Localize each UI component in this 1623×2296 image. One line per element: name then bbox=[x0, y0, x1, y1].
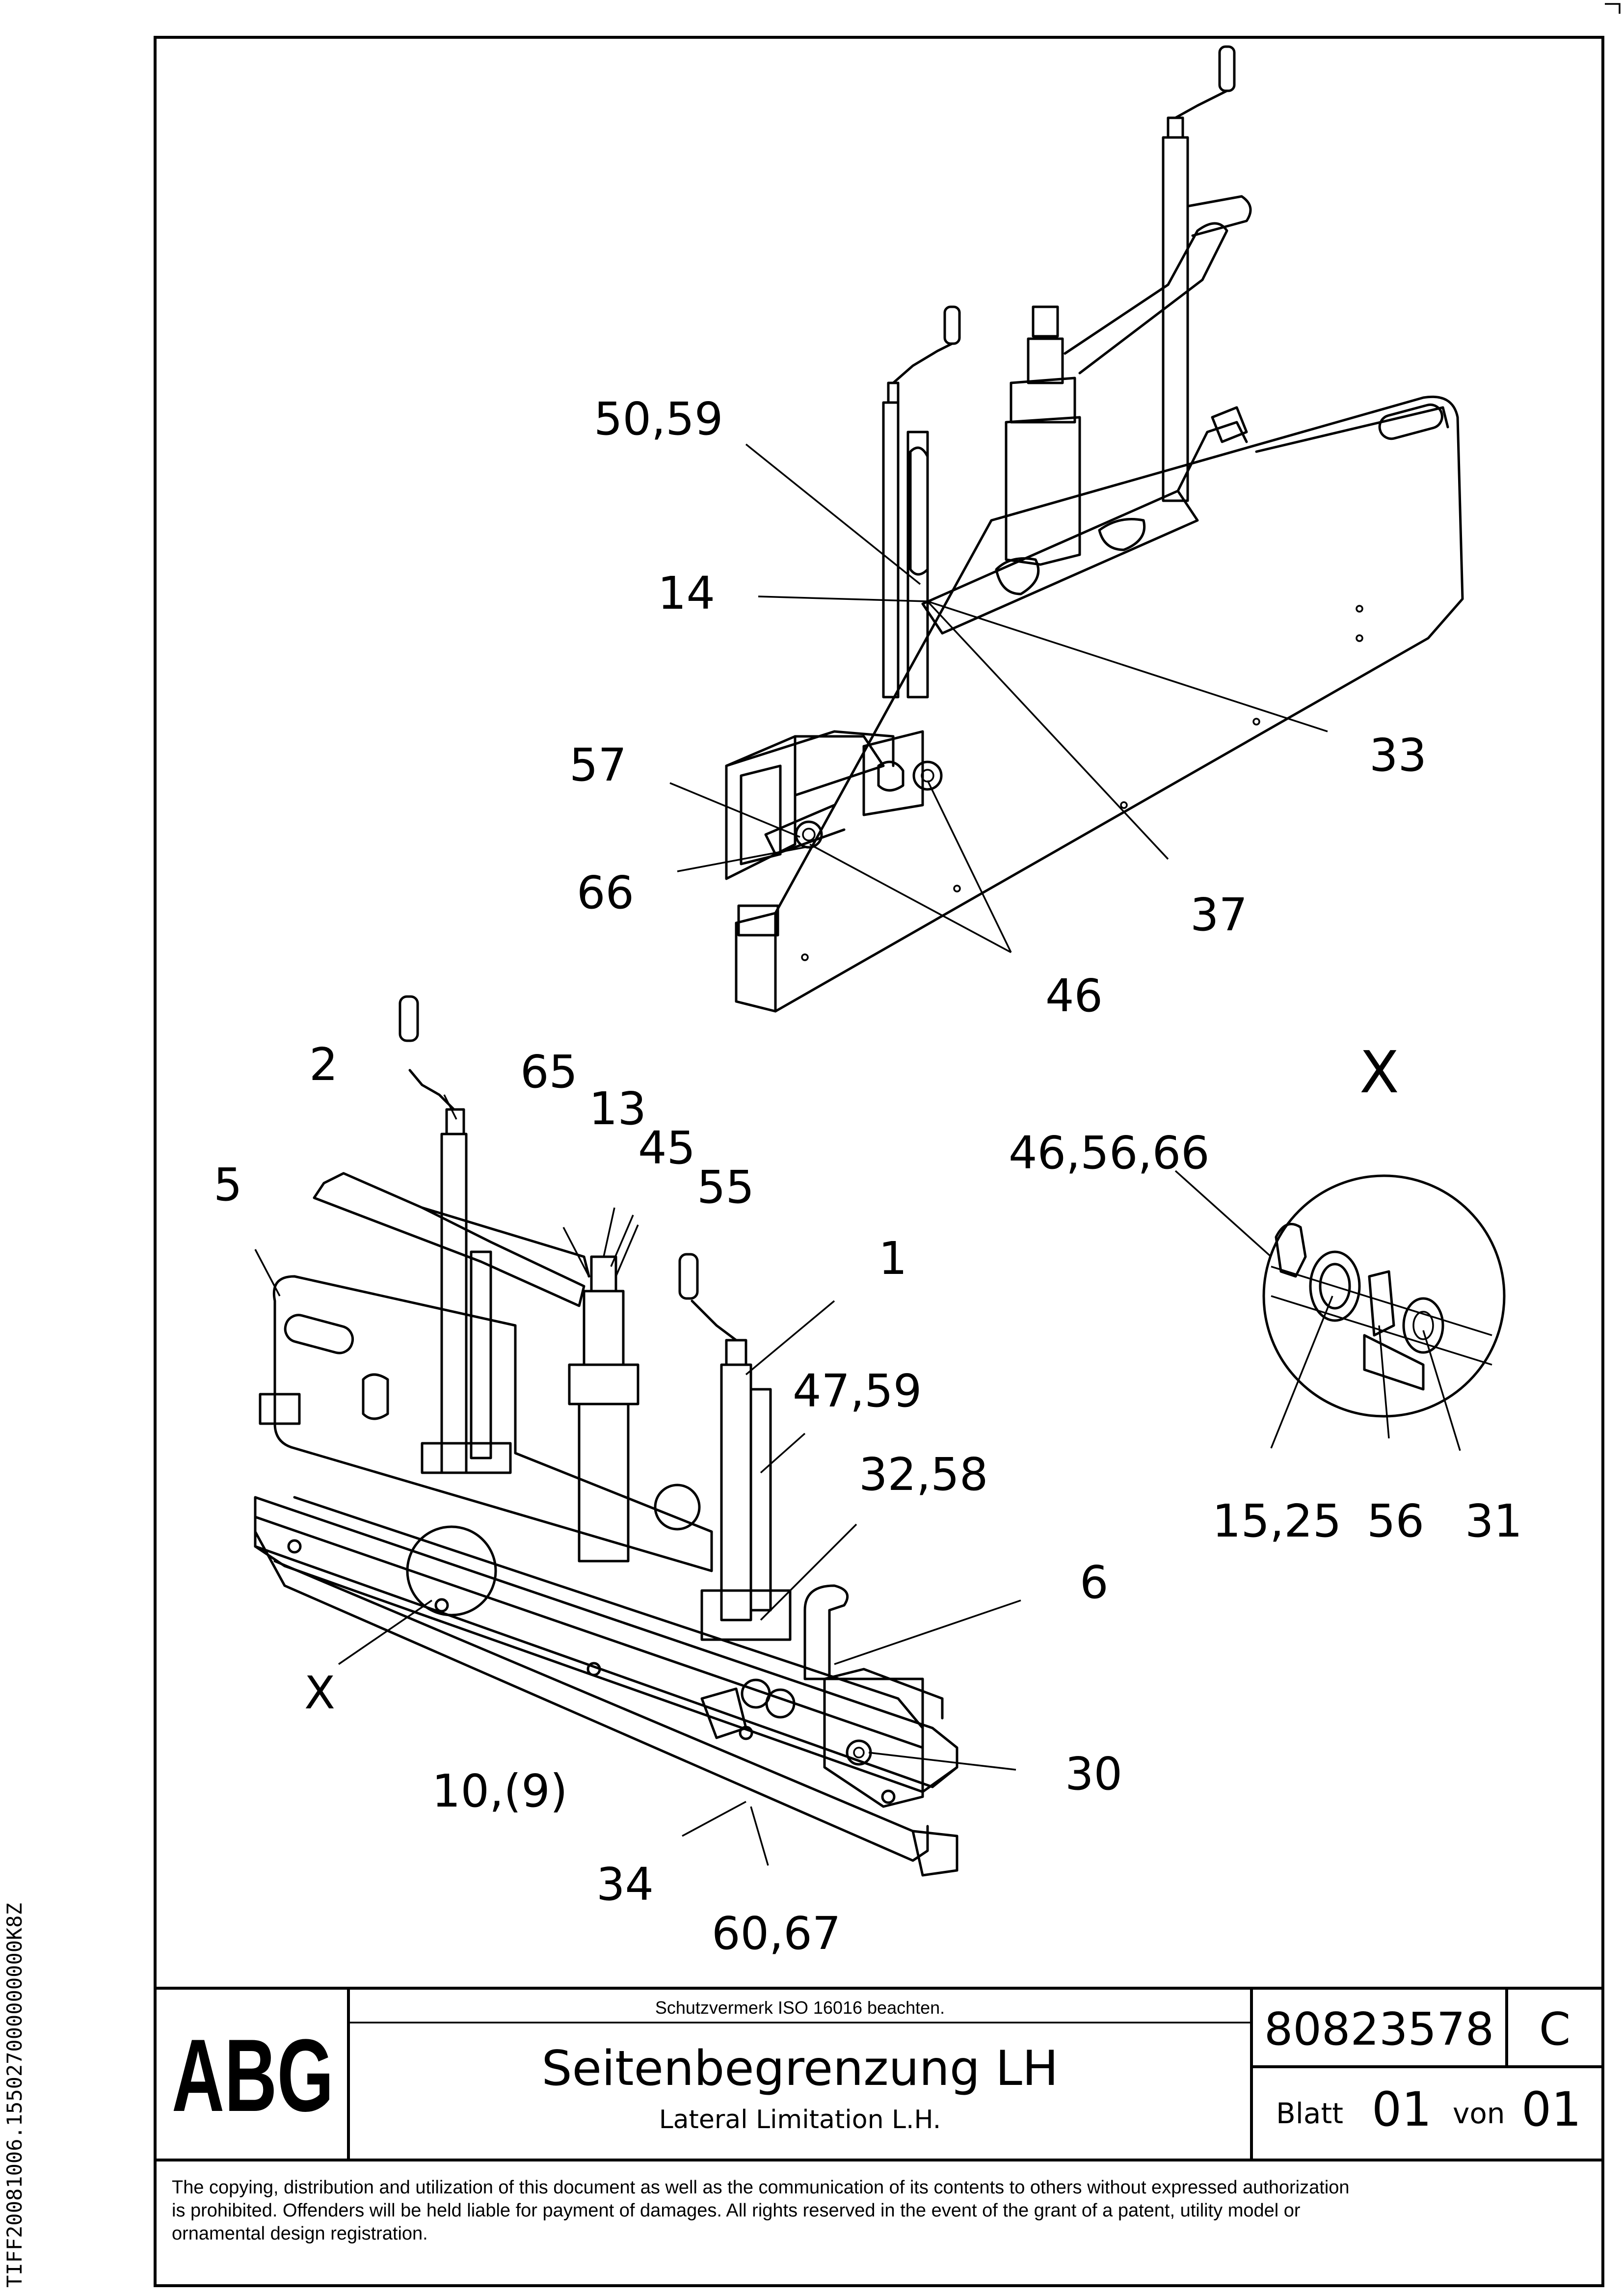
bottom-view-labels: 2 65 13 45 55 5 1 47,59 32,58 6 X 10,(9)… bbox=[213, 1038, 1122, 1960]
callout-label: 65 bbox=[520, 1046, 578, 1098]
detail-x-marker bbox=[406, 1525, 497, 1617]
detail-view-labels: X 46,56,66 15,25 56 31 bbox=[1009, 1038, 1522, 1547]
side-reference-code: TIFF20081006.155027000000000K8Z bbox=[2, 1903, 27, 2288]
drawing-subtitle: Lateral Limitation L.H. bbox=[659, 2105, 941, 2134]
leader-lines bbox=[254, 443, 1461, 1866]
sheet-number: 01 bbox=[1372, 2082, 1432, 2137]
protection-note: Schutzvermerk ISO 16016 beachten. bbox=[655, 1998, 945, 2018]
callout-label: 30 bbox=[1065, 1748, 1122, 1800]
callout-label: 15,25 bbox=[1212, 1495, 1341, 1547]
callout-label: 2 bbox=[309, 1038, 338, 1091]
callout-label: 5 bbox=[213, 1159, 242, 1211]
copyright-line: The copying, distribution and utilizatio… bbox=[172, 2177, 1350, 2198]
callout-label: 55 bbox=[697, 1161, 754, 1214]
callout-label: 45 bbox=[638, 1122, 695, 1174]
callout-label: 1 bbox=[878, 1232, 907, 1285]
callout-label: 60,67 bbox=[712, 1907, 841, 1960]
copyright-line: is prohibited. Offenders will be held li… bbox=[172, 2200, 1301, 2221]
callout-label: X bbox=[304, 1667, 335, 1719]
callout-label: 66 bbox=[577, 866, 634, 919]
detail-title: X bbox=[1359, 1038, 1399, 1106]
callout-label: 50,59 bbox=[594, 393, 723, 445]
callout-label: 47,59 bbox=[793, 1365, 922, 1417]
callout-label: 6 bbox=[1080, 1556, 1109, 1609]
callout-label: 13 bbox=[589, 1082, 646, 1135]
detail-x-drawing bbox=[1262, 1174, 1506, 1418]
callout-label: 31 bbox=[1465, 1495, 1522, 1547]
company-logo: ABG bbox=[172, 2018, 334, 2133]
callout-label: 10,(9) bbox=[432, 1765, 568, 1817]
corner-mark bbox=[1605, 3, 1621, 14]
top-view-labels: 50,59 14 33 57 66 37 46 bbox=[569, 393, 1427, 1022]
drawing-frame bbox=[154, 36, 1604, 2287]
title-block: ABG Schutzvermerk ISO 16016 beachten. Se… bbox=[155, 1987, 1603, 2244]
callout-label: 46 bbox=[1045, 970, 1103, 1022]
drawing-number: 80823578 bbox=[1264, 2003, 1494, 2055]
callout-label: 46,56,66 bbox=[1009, 1127, 1210, 1179]
of-label: von bbox=[1453, 2097, 1505, 2130]
callout-label: 32,58 bbox=[859, 1448, 988, 1501]
callout-label: 56 bbox=[1367, 1495, 1424, 1547]
drawing-title: Seitenbegrenzung LH bbox=[541, 2041, 1058, 2097]
revision: C bbox=[1539, 2003, 1570, 2055]
callout-label: 33 bbox=[1369, 729, 1427, 782]
top-assembly-drawing bbox=[725, 45, 1464, 1013]
callout-label: 57 bbox=[569, 739, 627, 791]
sheet-total: 01 bbox=[1521, 2082, 1581, 2137]
copyright-line: ornamental design registration. bbox=[172, 2223, 428, 2244]
callout-label: 34 bbox=[596, 1858, 654, 1911]
sheet-label: Blatt bbox=[1276, 2097, 1343, 2130]
callout-label: 37 bbox=[1190, 889, 1248, 941]
bottom-assembly-drawing bbox=[254, 995, 958, 1877]
callout-label: 14 bbox=[658, 567, 715, 620]
